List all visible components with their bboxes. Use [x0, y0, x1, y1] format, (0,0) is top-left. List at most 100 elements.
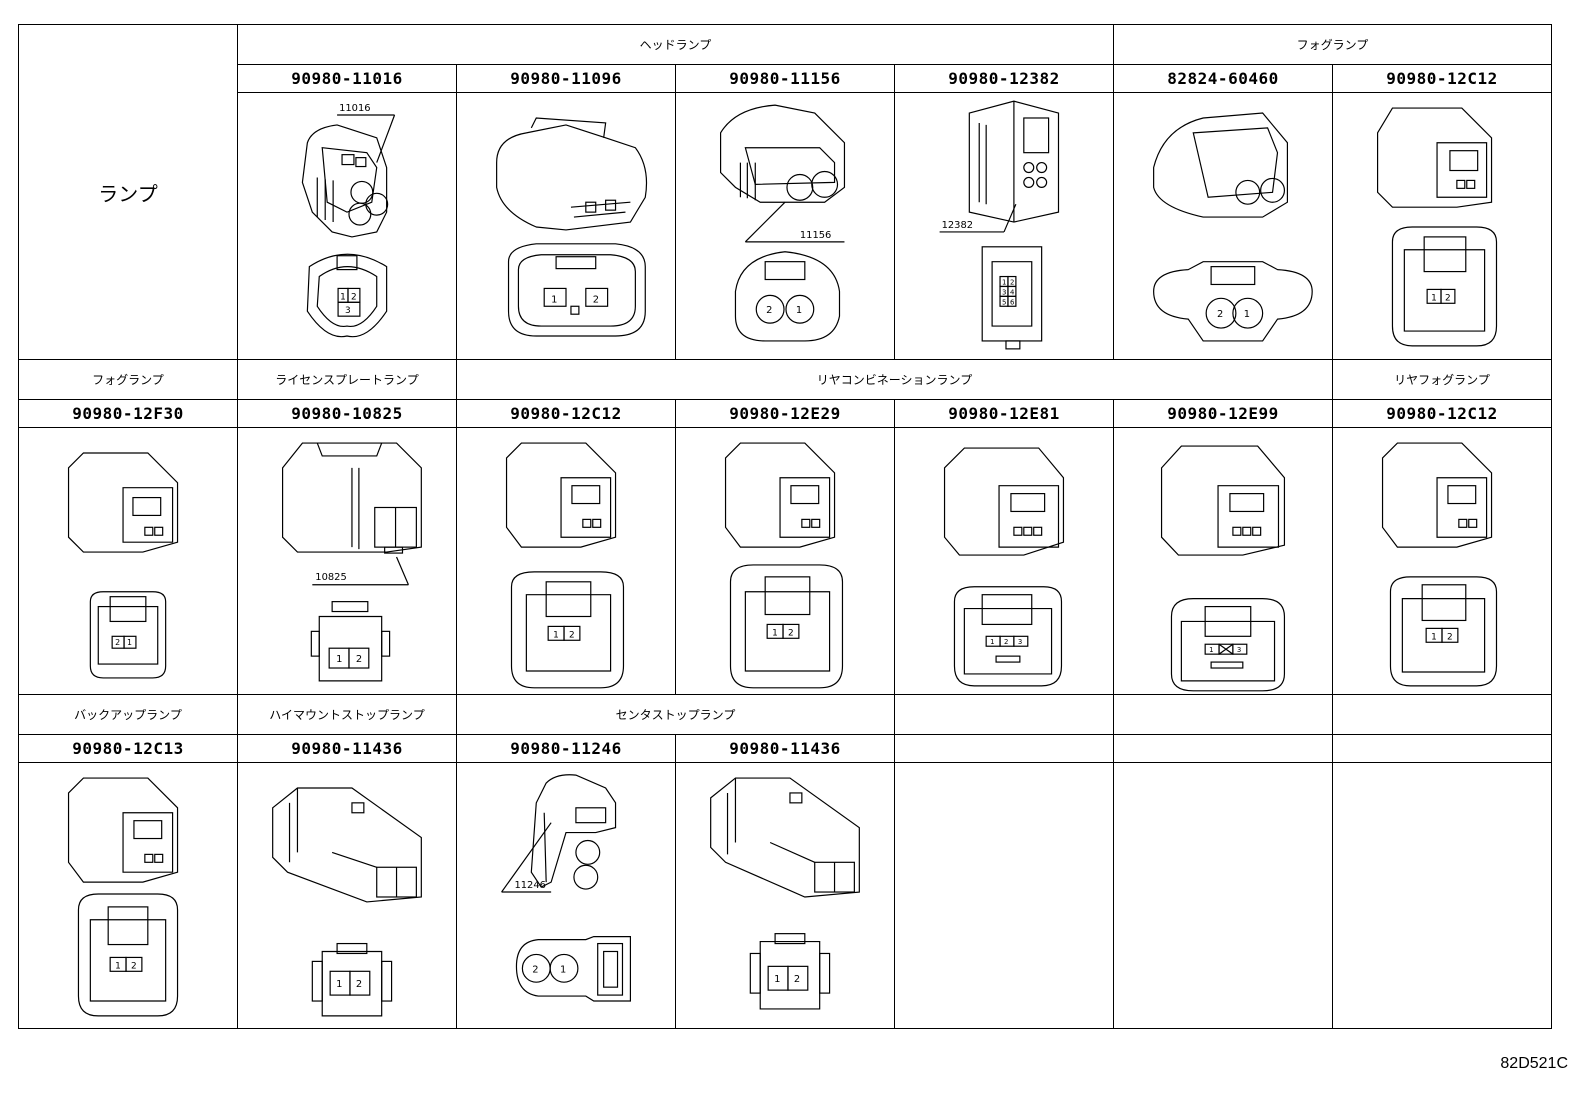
svg-text:1: 1: [551, 294, 557, 305]
callout-label: 11156: [800, 230, 831, 241]
svg-text:1: 1: [115, 961, 121, 971]
connector-drawing-12C12-b: 1 2: [456, 427, 676, 695]
empty-cell: [1332, 762, 1552, 1029]
svg-text:3: 3: [1002, 288, 1006, 296]
connector-drawing-12C13: 1 2: [18, 762, 238, 1029]
svg-text:2: 2: [788, 628, 794, 638]
connector-drawing-12F30: 2 1: [18, 427, 238, 695]
band-rear-combination-lamp: リヤコンビネーションランプ: [456, 359, 1333, 400]
part-number: 90980-12C12: [1332, 399, 1552, 428]
band-center-stop-lamp: センタストップランプ: [456, 694, 895, 735]
empty-band: [1113, 694, 1333, 735]
part-number: 90980-12E29: [675, 399, 895, 428]
connector-drawing-11156: 11156 2 1: [675, 92, 895, 360]
connector-drawing-60460: 2 1: [1113, 92, 1333, 360]
lamp-title: ランプ: [98, 181, 158, 206]
part-number: 90980-11436: [675, 734, 895, 763]
figure-code: 82D521C: [1500, 1055, 1568, 1072]
svg-text:2: 2: [1217, 309, 1223, 320]
svg-text:1: 1: [127, 638, 132, 647]
lamp-title-cell: ランプ: [18, 24, 238, 360]
empty-cell: [1113, 762, 1333, 1029]
svg-text:2: 2: [794, 974, 800, 985]
svg-text:2: 2: [356, 979, 362, 990]
svg-text:5: 5: [1002, 298, 1006, 306]
part-number: 90980-12C13: [18, 734, 238, 763]
band-high-mount-stop-lamp: ハイマウントストップランプ: [237, 694, 457, 735]
connector-drawing-10825: 10825 1 2: [237, 427, 457, 695]
svg-text:1: 1: [1209, 646, 1213, 654]
svg-text:1: 1: [1431, 293, 1437, 303]
part-number: 90980-12C12: [456, 399, 676, 428]
svg-text:1: 1: [336, 654, 342, 665]
part-number: 90980-11436: [237, 734, 457, 763]
connector-drawing-11096: 1 2: [456, 92, 676, 360]
part-number: 82824-60460: [1113, 64, 1333, 93]
part-number: 90980-12F30: [18, 399, 238, 428]
svg-text:6: 6: [1010, 298, 1014, 306]
svg-text:2: 2: [1010, 278, 1014, 286]
band-headlamp: ヘッドランプ: [237, 24, 1114, 65]
svg-text:2: 2: [569, 630, 575, 640]
part-number: 90980-10825: [237, 399, 457, 428]
svg-text:1: 1: [1002, 278, 1006, 286]
empty-part-number: [1332, 734, 1552, 763]
connector-drawing-12C12-c: 1 2: [1332, 427, 1552, 695]
svg-text:1: 1: [1431, 632, 1437, 642]
connector-drawing-11436-a: 1 2: [237, 762, 457, 1029]
svg-text:2: 2: [131, 961, 137, 971]
svg-text:3: 3: [1018, 638, 1022, 646]
part-number: 90980-12382: [894, 64, 1114, 93]
svg-text:2: 2: [1004, 638, 1008, 646]
svg-text:2: 2: [1447, 632, 1453, 642]
connector-drawing-12E81: 1 2 3: [894, 427, 1114, 695]
part-number: 90980-12C12: [1332, 64, 1552, 93]
part-number: 90980-11016: [237, 64, 457, 93]
svg-text:2: 2: [766, 305, 772, 316]
callout-label: 11016: [339, 103, 370, 114]
band-backup-lamp: バックアップランプ: [18, 694, 238, 735]
svg-text:1: 1: [560, 964, 566, 975]
svg-text:2: 2: [1445, 293, 1451, 303]
svg-text:2: 2: [532, 964, 538, 975]
part-number: 90980-12E99: [1113, 399, 1333, 428]
band-license-plate-lamp: ライセンスプレートランプ: [237, 359, 457, 400]
empty-part-number: [1113, 734, 1333, 763]
connector-drawing-12E29: 1 2: [675, 427, 895, 695]
empty-cell: [894, 762, 1114, 1029]
svg-text:1: 1: [990, 638, 994, 646]
part-number: 90980-11246: [456, 734, 676, 763]
band-foglamp-2: フォグランプ: [18, 359, 238, 400]
part-number: 90980-11096: [456, 64, 676, 93]
band-rear-fog-lamp: リヤフォグランプ: [1332, 359, 1552, 400]
svg-text:1: 1: [336, 979, 342, 990]
svg-text:2: 2: [593, 294, 599, 305]
svg-text:2: 2: [351, 292, 357, 302]
svg-text:1: 1: [772, 628, 778, 638]
svg-text:1: 1: [553, 630, 559, 640]
connector-drawing-12C12-a: 1 2: [1332, 92, 1552, 360]
band-foglamp: フォグランプ: [1113, 24, 1552, 65]
svg-text:2: 2: [115, 638, 120, 647]
svg-text:1: 1: [774, 974, 780, 985]
callout-label: 11246: [514, 880, 545, 891]
svg-text:1: 1: [1244, 309, 1250, 320]
empty-part-number: [894, 734, 1114, 763]
svg-text:3: 3: [1237, 646, 1241, 654]
empty-band: [894, 694, 1114, 735]
svg-text:1: 1: [340, 292, 346, 302]
connector-drawing-12E99: 1 3: [1113, 427, 1333, 695]
svg-text:4: 4: [1010, 288, 1015, 296]
part-number: 90980-11156: [675, 64, 895, 93]
empty-band: [1332, 694, 1552, 735]
connector-drawing-12382: 12382 1 2 3 4 5 6: [894, 92, 1114, 360]
connector-drawing-11436-b: 1 2: [675, 762, 895, 1029]
svg-text:2: 2: [356, 654, 362, 665]
connector-drawing-11016: 11016 1 2 3: [237, 92, 457, 360]
callout-label: 10825: [315, 572, 346, 583]
part-number: 90980-12E81: [894, 399, 1114, 428]
callout-label: 12382: [942, 220, 973, 231]
svg-text:3: 3: [345, 306, 351, 316]
connector-drawing-11246: 11246 2 1: [456, 762, 676, 1029]
svg-text:1: 1: [796, 305, 802, 316]
